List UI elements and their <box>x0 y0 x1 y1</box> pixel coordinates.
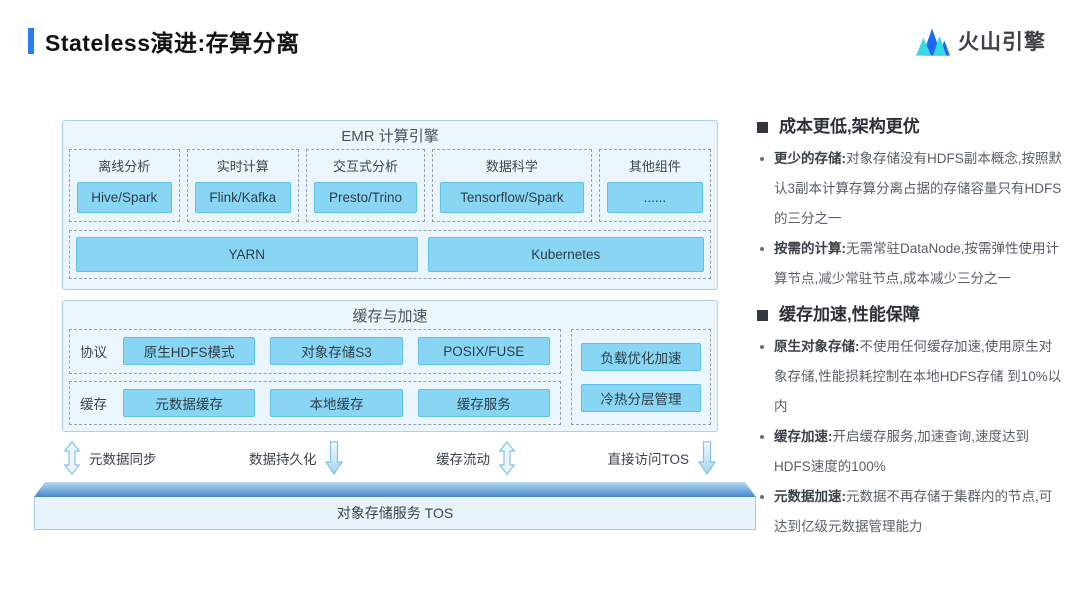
bullet-dot-icon <box>760 495 764 499</box>
component-tech-chip: Flink/Kafka <box>194 182 291 213</box>
logo-text: 火山引擎 <box>958 31 1046 54</box>
bullet-term: 按需的计算: <box>774 241 846 256</box>
protocol-chip-s3: 对象存储S3 <box>270 337 403 366</box>
row-label-protocol: 协议 <box>80 345 107 361</box>
square-bullet-icon <box>757 309 768 321</box>
page-title: Stateless演进:存算分离 <box>45 30 300 56</box>
flow-label: 直接访问TOS <box>607 452 689 467</box>
flow-label: 缓存流动 <box>435 452 490 467</box>
component-offline-analysis: 离线分析 Hive/Spark <box>69 149 180 222</box>
bullet-dot-icon <box>760 247 764 251</box>
row-label-cache: 缓存 <box>80 396 107 412</box>
component-category: 实时计算 <box>216 159 269 174</box>
note-section-performance: 缓存加速,性能保障 原生对象存储:不使用任何缓存加速,使用原生对象存储,性能损耗… <box>757 301 1065 542</box>
cache-side-column: 负载优化加速 冷热分层管理 <box>571 329 711 425</box>
cache-chip-metadata: 元数据缓存 <box>123 388 256 417</box>
bullet-text: 开启缓存服务,加速查询,速度达到HDFS速度的100% <box>774 429 1030 474</box>
architecture-diagram: EMR 计算引擎 离线分析 Hive/Spark 实时计算 Flink/Kafk… <box>34 120 756 530</box>
component-tech-chip: ...... <box>606 182 704 213</box>
section-heading: 缓存加速,性能保障 <box>757 301 1065 329</box>
component-category: 离线分析 <box>98 159 151 174</box>
component-category: 交互式分析 <box>332 159 398 174</box>
cache-row: 缓存 元数据缓存 本地缓存 缓存服务 <box>69 380 561 425</box>
up-down-arrow-icon <box>498 441 515 475</box>
tos-storage-bar: 对象存储服务 TOS <box>34 482 756 530</box>
component-tech-chip: Hive/Spark <box>77 182 172 213</box>
cache-chip-local: 本地缓存 <box>270 388 403 417</box>
component-tech-chip: Tensorflow/Spark <box>440 182 584 213</box>
cache-acceleration-panel: 缓存与加速 协议 原生HDFS模式 对象存储S3 POSIX/FUSE 缓存 元… <box>62 300 718 432</box>
emr-components-row: 离线分析 Hive/Spark 实时计算 Flink/Kafka 交互式分析 P… <box>69 149 712 222</box>
component-other: 其他组件 ...... <box>598 149 712 222</box>
component-category: 数据科学 <box>485 159 538 174</box>
header: Stateless演进:存算分离 火山引擎 <box>28 24 1046 58</box>
flow-label: 元数据同步 <box>89 452 157 467</box>
emr-compute-panel: EMR 计算引擎 离线分析 Hive/Spark 实时计算 Flink/Kafk… <box>62 120 718 290</box>
section-heading: 成本更低,架构更优 <box>757 113 1065 141</box>
scheduler-yarn: YARN <box>76 237 418 272</box>
protocol-chip-posix: POSIX/FUSE <box>417 337 550 366</box>
title-accent-bar <box>28 28 34 54</box>
emr-panel-title: EMR 计算引擎 <box>341 128 439 145</box>
down-arrow-icon <box>325 441 344 475</box>
cache-body: 协议 原生HDFS模式 对象存储S3 POSIX/FUSE 缓存 元数据缓存 本… <box>69 329 711 425</box>
bullet-text: 不使用任何缓存加速,使用原生对象存储,性能损耗控制在本地HDFS存储 到10%以… <box>774 339 1062 414</box>
volcengine-logo: 火山引擎 <box>916 26 1046 56</box>
flow-metadata-sync: 元数据同步 <box>64 441 157 475</box>
component-tech-chip: Presto/Trino <box>313 182 418 213</box>
note-bullet: 按需的计算:无需常驻DataNode,按需弹性使用计算节点,减少常驻节点,成本减… <box>757 234 1065 294</box>
bullet-dot-icon <box>760 435 764 439</box>
down-arrow-icon <box>697 441 716 475</box>
bullet-text: 元数据不再存储于集群内的节点,可达到亿级元数据管理能力 <box>774 489 1053 534</box>
note-section-cost: 成本更低,架构更优 更少的存储:对象存储没有HDFS副本概念,按照默认3副本计算… <box>757 113 1065 294</box>
section-heading-text: 缓存加速,性能保障 <box>779 305 920 324</box>
section-heading-text: 成本更低,架构更优 <box>779 117 920 136</box>
protocol-row: 协议 原生HDFS模式 对象存储S3 POSIX/FUSE <box>69 329 561 374</box>
note-bullet: 原生对象存储:不使用任何缓存加速,使用原生对象存储,性能损耗控制在本地HDFS存… <box>757 332 1065 422</box>
scheduler-kubernetes: Kubernetes <box>427 237 704 272</box>
bullet-term: 元数据加速: <box>774 489 846 504</box>
bullet-dot-icon <box>760 345 764 349</box>
tos-bar-top-face <box>34 482 756 497</box>
flow-label: 数据持久化 <box>248 452 317 467</box>
bullet-term: 缓存加速: <box>774 429 833 444</box>
bullet-term: 更少的存储: <box>774 151 846 166</box>
component-category: 其他组件 <box>628 159 681 174</box>
cache-chip-service: 缓存服务 <box>417 388 550 417</box>
bullet-term: 原生对象存储: <box>774 339 860 354</box>
flow-data-persistence: 数据持久化 <box>249 441 344 475</box>
flow-direct-tos-access: 直接访问TOS <box>607 441 716 475</box>
side-chip-tiering: 冷热分层管理 <box>581 383 701 412</box>
flow-cache-flow: 缓存流动 <box>436 441 515 475</box>
mountain-logo-icon <box>916 27 950 56</box>
component-data-science: 数据科学 Tensorflow/Spark <box>432 149 592 222</box>
side-chip-load-optimization: 负载优化加速 <box>581 342 701 371</box>
data-flow-row: 元数据同步 数据持久化 缓存流动 直接访问TOS <box>64 439 716 477</box>
note-bullet: 更少的存储:对象存储没有HDFS副本概念,按照默认3副本计算存算分离占据的存储容… <box>757 144 1065 234</box>
tos-bar-label: 对象存储服务 TOS <box>34 497 756 530</box>
bullet-text: 无需常驻DataNode,按需弹性使用计算节点,减少常驻节点,成本减少三分之一 <box>774 241 1060 286</box>
component-realtime-compute: 实时计算 Flink/Kafka <box>186 149 299 222</box>
protocol-chip-hdfs: 原生HDFS模式 <box>123 337 256 366</box>
up-down-arrow-icon <box>64 441 80 475</box>
scheduler-row: YARN Kubernetes <box>69 230 711 279</box>
component-interactive-analysis: 交互式分析 Presto/Trino <box>305 149 426 222</box>
note-bullet: 缓存加速:开启缓存服务,加速查询,速度达到HDFS速度的100% <box>757 422 1065 482</box>
cache-left-column: 协议 原生HDFS模式 对象存储S3 POSIX/FUSE 缓存 元数据缓存 本… <box>69 329 561 425</box>
cache-panel-title: 缓存与加速 <box>352 308 428 325</box>
note-bullet: 元数据加速:元数据不再存储于集群内的节点,可达到亿级元数据管理能力 <box>757 482 1065 542</box>
bullet-dot-icon <box>760 157 764 161</box>
square-bullet-icon <box>757 121 768 133</box>
notes-panel: 成本更低,架构更优 更少的存储:对象存储没有HDFS副本概念,按照默认3副本计算… <box>757 113 1065 549</box>
bullet-text: 对象存储没有HDFS副本概念,按照默认3副本计算存算分离占据的存储容量只有HDF… <box>774 151 1062 226</box>
